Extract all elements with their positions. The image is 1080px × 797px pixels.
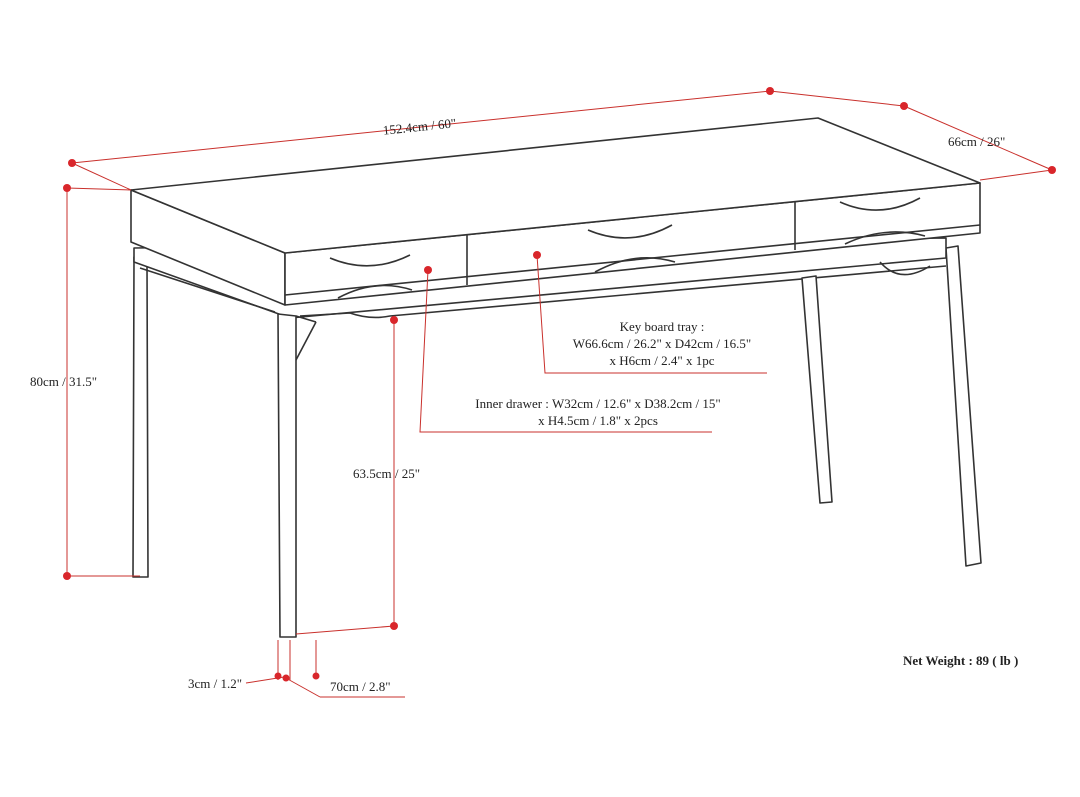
apron-right-curve bbox=[879, 261, 931, 276]
apron-front-cutout bbox=[299, 265, 947, 319]
width-extension-left bbox=[71, 162, 132, 191]
height-dot-bottom bbox=[63, 572, 71, 580]
dimension-lines bbox=[63, 87, 1056, 698]
keyboard-tray-size: W66.6cm / 26.2" x D42cm / 16.5" bbox=[573, 336, 752, 351]
drawer-pull-center-bottom bbox=[594, 257, 676, 273]
keyboard-tray-leader bbox=[536, 254, 767, 374]
clearance-label: 63.5cm / 25" bbox=[353, 466, 420, 481]
back-right-leg bbox=[945, 245, 982, 567]
drawer-pull-center-top bbox=[587, 224, 673, 239]
front-left-leg-inner bbox=[295, 321, 317, 361]
leg-dot-1 bbox=[274, 672, 282, 680]
desktop-top bbox=[130, 117, 981, 254]
depth-extension bbox=[979, 169, 1053, 181]
clearance-dot-bottom bbox=[390, 622, 398, 630]
height-extension-top bbox=[66, 187, 132, 191]
depth-dot-top bbox=[900, 102, 908, 110]
width-dot-left bbox=[68, 159, 76, 167]
height-label: 80cm / 31.5" bbox=[30, 374, 97, 389]
inner-drawer-leader bbox=[419, 269, 712, 433]
leg-thickness-label: 3cm / 1.2" bbox=[188, 676, 242, 691]
keyboard-tray-dot bbox=[533, 251, 541, 259]
dimension-labels: 152.4cm / 60" 66cm / 26" 80cm / 31.5" 63… bbox=[30, 115, 1018, 694]
drawer-pull-right-top bbox=[839, 197, 921, 211]
inner-drawer-dot bbox=[424, 266, 432, 274]
depth-dimension-line-2 bbox=[903, 105, 1053, 171]
inner-drawer-height: x H4.5cm / 1.8" x 2pcs bbox=[538, 413, 658, 428]
drawer-pull-left-bottom bbox=[337, 284, 413, 299]
clearance-dot-top bbox=[390, 316, 398, 324]
depth-dimension-line bbox=[769, 90, 905, 107]
desk-drawing bbox=[130, 117, 982, 638]
keyboard-tray-title: Key board tray : bbox=[620, 319, 705, 334]
front-left-leg-edge bbox=[295, 315, 317, 323]
keyboard-tray-height: x H6cm / 2.4" x 1pc bbox=[610, 353, 715, 368]
front-left-leg bbox=[277, 313, 297, 638]
depth-dot-right bbox=[1048, 166, 1056, 174]
leg-dot-3 bbox=[312, 672, 320, 680]
drawer-pull-right-bottom bbox=[844, 231, 926, 245]
depth-label: 66cm / 26" bbox=[948, 134, 1005, 149]
apron-side-cutout bbox=[139, 267, 276, 313]
width-dimension-line bbox=[71, 90, 771, 164]
front-right-leg bbox=[801, 275, 833, 504]
width-label: 152.4cm / 60" bbox=[382, 115, 457, 137]
drawer-pull-left-top bbox=[329, 254, 411, 267]
inner-drawer-size: Inner drawer : W32cm / 12.6" x D38.2cm /… bbox=[475, 396, 720, 411]
height-dot-top bbox=[63, 184, 71, 192]
clearance-extension-bottom bbox=[295, 625, 395, 635]
net-weight-label: Net Weight : 89 ( lb ) bbox=[903, 653, 1018, 668]
leg-dot-2 bbox=[282, 674, 290, 682]
leg-width-leader bbox=[283, 676, 321, 698]
leg-width-label: 70cm / 2.8" bbox=[330, 679, 391, 694]
back-left-leg bbox=[132, 256, 149, 578]
